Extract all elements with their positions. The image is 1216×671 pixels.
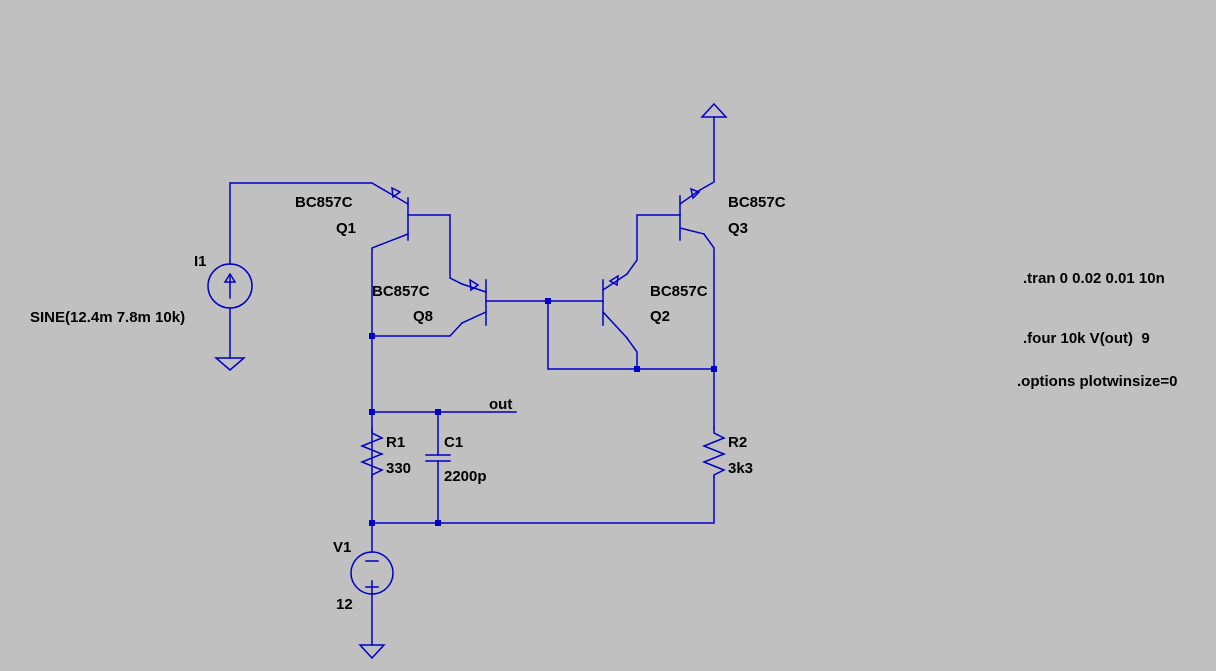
- r1-value-label: 330: [386, 460, 411, 477]
- c1-value-label: 2200p: [444, 468, 487, 485]
- ground-icon: [213, 357, 247, 371]
- v1-value-label: 12: [336, 596, 353, 613]
- wire-q8-collector[interactable]: [371, 321, 464, 337]
- r1-ref-label: R1: [386, 434, 405, 451]
- transistor-q1[interactable]: [382, 186, 410, 241]
- wires: [229, 116, 715, 646]
- junction-dot: [369, 333, 375, 339]
- capacitor-c1[interactable]: [425, 454, 451, 462]
- wire-q2-diode-tie[interactable]: [547, 300, 715, 370]
- r2-ref-label: R2: [728, 434, 747, 451]
- c1-ref-label: C1: [444, 434, 463, 451]
- wire-i1-to-q1-emitter[interactable]: [229, 182, 386, 265]
- ground-icon: [358, 644, 386, 660]
- spice-directive-options[interactable]: .options plotwinsize=0: [1017, 373, 1177, 390]
- wire-q2-collector[interactable]: [625, 336, 638, 370]
- junction-dot: [369, 520, 375, 526]
- junction-dot: [369, 409, 375, 415]
- spice-directive-four[interactable]: .four 10k V(out) 9: [1023, 330, 1150, 347]
- q1-model-label: BC857C: [295, 194, 353, 211]
- current-source-i1[interactable]: [207, 263, 253, 309]
- junction-dot: [711, 366, 717, 372]
- resistor-r2[interactable]: [701, 427, 727, 478]
- junctions: [369, 298, 717, 526]
- junction-dot: [435, 409, 441, 415]
- wire-q1-base-to-q8-emitter[interactable]: [407, 214, 464, 286]
- q1-ref-label: Q1: [336, 220, 356, 237]
- q8-ref-label: Q8: [413, 308, 433, 325]
- i1-value-label: SINE(12.4m 7.8m 10k): [30, 309, 185, 326]
- q8-model-label: BC857C: [372, 283, 430, 300]
- q3-model-label: BC857C: [728, 194, 786, 211]
- i1-ref-label: I1: [194, 253, 207, 270]
- voltage-source-v1[interactable]: [350, 551, 394, 595]
- spice-directive-tran[interactable]: .tran 0 0.02 0.01 10n: [1023, 270, 1165, 287]
- q2-ref-label: Q2: [650, 308, 670, 325]
- supply-arrow-icon: [700, 102, 728, 118]
- q2-model-label: BC857C: [650, 283, 708, 300]
- transistor-q8[interactable]: [461, 278, 487, 326]
- v1-ref-label: V1: [333, 539, 351, 556]
- wire-q3-collector-rail[interactable]: [702, 232, 715, 429]
- transistor-q3[interactable]: [678, 187, 705, 241]
- r2-value-label: 3k3: [728, 460, 753, 477]
- junction-dot: [634, 366, 640, 372]
- wire-q3-emitter-to-supply[interactable]: [698, 116, 715, 192]
- resistor-r1[interactable]: [359, 427, 385, 478]
- wire-r2-to-bottom[interactable]: [371, 476, 715, 524]
- wire-q1-collector-rail[interactable]: [371, 233, 409, 524]
- q3-ref-label: Q3: [728, 220, 748, 237]
- transistor-q2[interactable]: [601, 272, 629, 340]
- net-label-out: out: [489, 396, 512, 413]
- wire-q2-emitter-to-q3-base[interactable]: [625, 214, 681, 276]
- junction-dot: [435, 520, 441, 526]
- junction-dot: [545, 298, 551, 304]
